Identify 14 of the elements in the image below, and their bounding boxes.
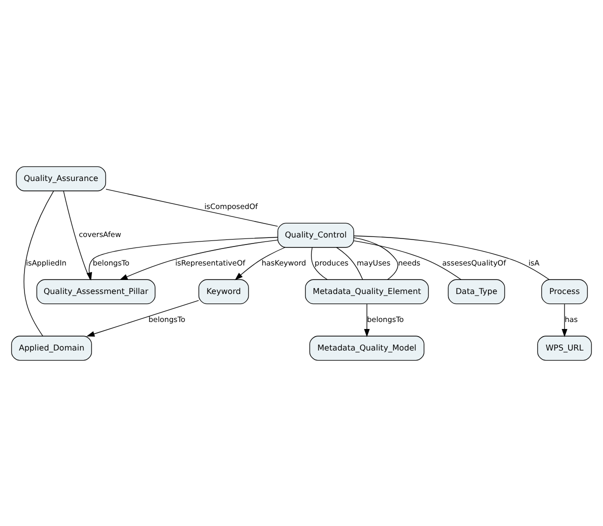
connector [353, 236, 398, 280]
arrow [234, 246, 286, 280]
connector [354, 235, 550, 280]
arrow [86, 300, 199, 336]
connector [311, 246, 328, 280]
connector [24, 190, 54, 336]
arrow [562, 303, 568, 337]
arrow [86, 236, 278, 280]
connector [354, 240, 462, 280]
arrow [120, 239, 278, 280]
connector [106, 188, 278, 226]
connector [63, 190, 91, 280]
connector [336, 246, 363, 280]
arrow [364, 303, 370, 337]
